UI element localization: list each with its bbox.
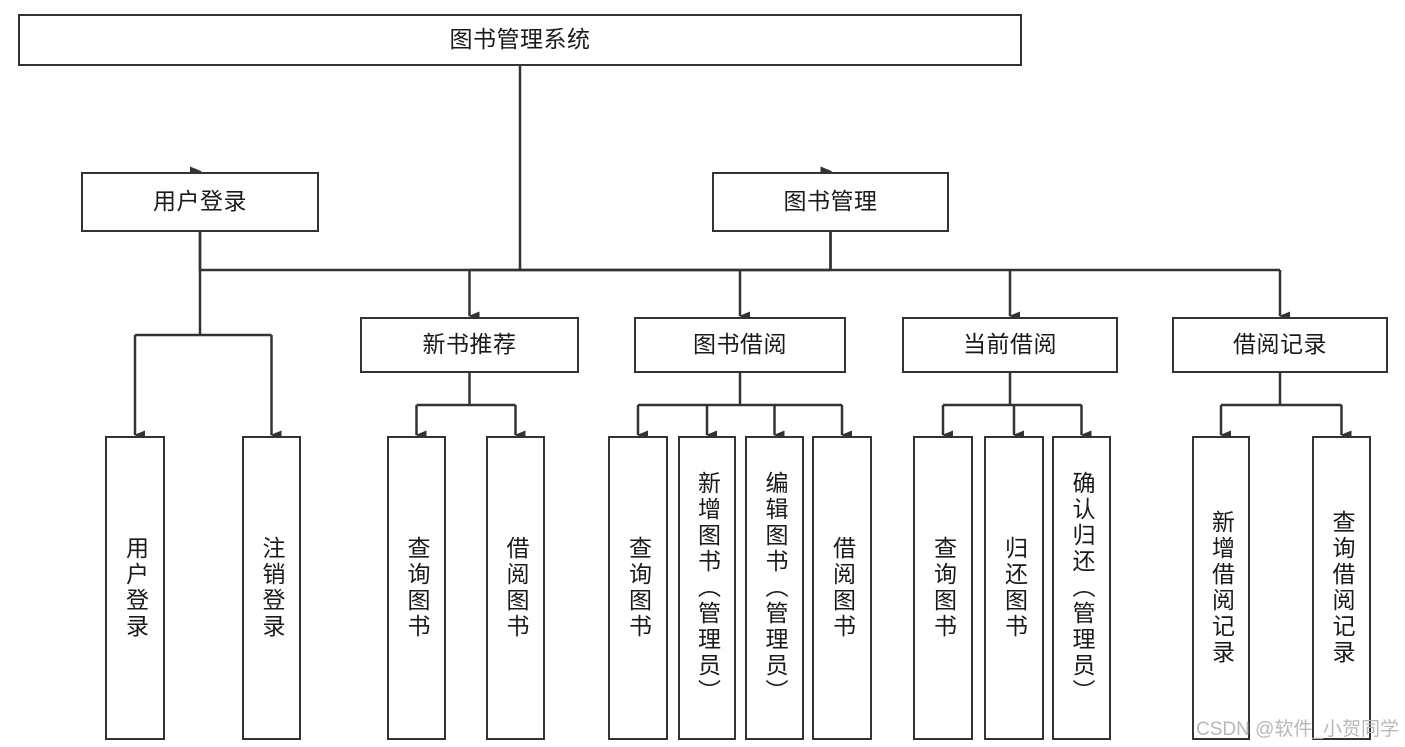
node-label: 借阅图书	[503, 536, 529, 640]
node-label: 当前借阅	[963, 331, 1057, 358]
node-l2-user[interactable]: 用户登录	[81, 172, 319, 232]
node-leaf-user-logout[interactable]: 注销登录	[242, 436, 301, 740]
edge-group	[133, 66, 1352, 440]
node-label: 图书管理	[783, 188, 878, 215]
node-label: 图书管理系统	[449, 26, 591, 53]
node-label: 查询图书	[404, 536, 430, 640]
node-leaf-borrow-do[interactable]: 借阅图书	[812, 436, 872, 740]
node-label: 注销登录	[259, 536, 285, 640]
node-root[interactable]: 图书管理系统	[18, 14, 1022, 66]
node-label: 图书借阅	[693, 331, 787, 358]
node-leaf-rec-query[interactable]: 查询借阅记录	[1312, 436, 1371, 740]
node-leaf-borrow-query[interactable]: 查询图书	[608, 436, 668, 740]
node-leaf-cur-return[interactable]: 归还图书	[984, 436, 1044, 740]
node-label: 借阅记录	[1233, 331, 1327, 358]
node-l3-current[interactable]: 当前借阅	[902, 317, 1118, 373]
node-leaf-borrow-edit[interactable]: 编辑图书（管理员）	[745, 436, 804, 740]
node-label: 查询图书	[625, 536, 652, 640]
node-label: 借阅图书	[829, 536, 856, 640]
node-leaf-borrow-add[interactable]: 新增图书（管理员）	[678, 436, 736, 740]
node-label: 新增借阅记录	[1208, 510, 1235, 666]
node-l2-book[interactable]: 图书管理	[712, 172, 949, 232]
node-leaf-cur-query[interactable]: 查询图书	[913, 436, 973, 740]
node-label: 确认归还（管理员）	[1069, 471, 1095, 705]
node-leaf-rec-add[interactable]: 新增借阅记录	[1192, 436, 1250, 740]
node-leaf-cur-confirm[interactable]: 确认归还（管理员）	[1052, 436, 1111, 740]
node-leaf-new-query[interactable]: 查询图书	[387, 436, 446, 740]
node-l3-record[interactable]: 借阅记录	[1172, 317, 1388, 373]
node-l3-borrow[interactable]: 图书借阅	[634, 317, 846, 373]
node-label: 用户登录	[122, 536, 149, 640]
node-label: 用户登录	[153, 188, 247, 215]
node-label: 查询图书	[930, 536, 957, 640]
node-leaf-new-borrow[interactable]: 借阅图书	[486, 436, 545, 740]
node-l3-newbook[interactable]: 新书推荐	[360, 317, 579, 373]
node-label: 归还图书	[1001, 536, 1028, 640]
node-label: 查询借阅记录	[1329, 510, 1355, 666]
node-label: 新增图书（管理员）	[694, 471, 721, 705]
node-label: 编辑图书（管理员）	[762, 471, 788, 705]
node-leaf-user-login[interactable]: 用户登录	[105, 436, 165, 740]
node-label: 新书推荐	[422, 331, 517, 358]
